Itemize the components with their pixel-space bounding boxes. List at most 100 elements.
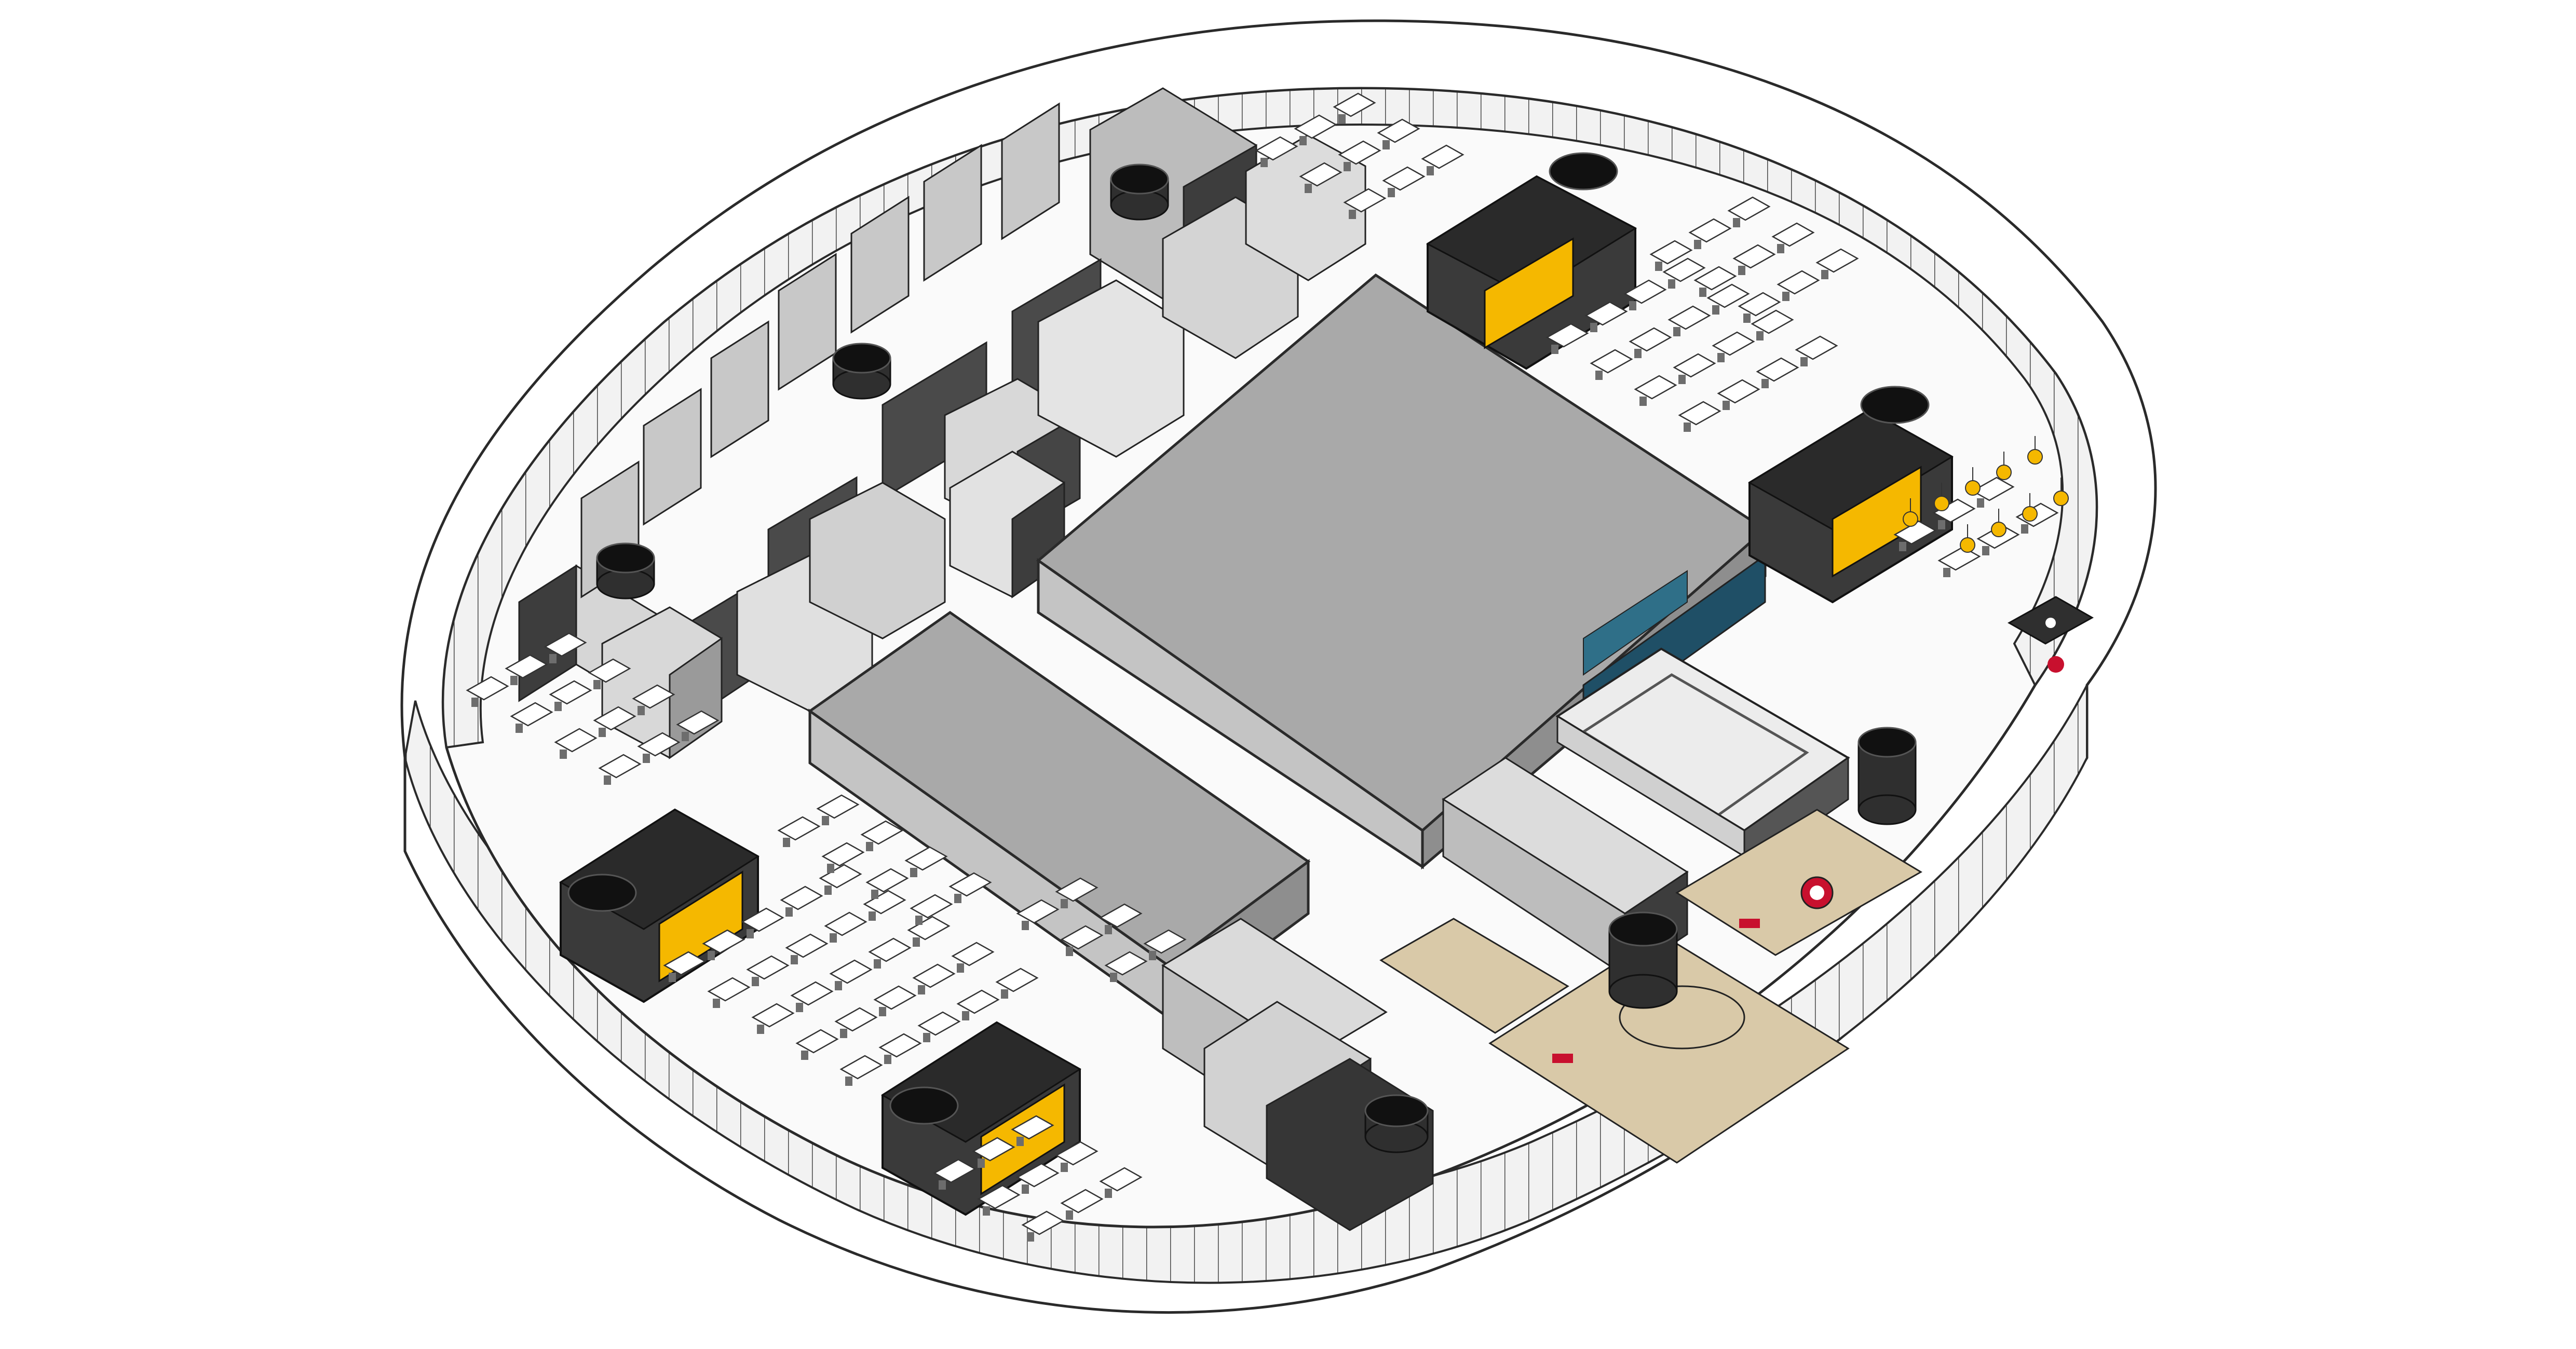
- desk-icon: [1021, 1210, 1065, 1242]
- cylinder-nw-2: [832, 343, 891, 400]
- chair-icon: [1668, 279, 1675, 289]
- desk-icon: [1693, 266, 1737, 297]
- desk-icon: [1777, 270, 1820, 301]
- desk-icon: [907, 916, 951, 947]
- chair-icon: [1061, 899, 1068, 908]
- desk-icon: [746, 955, 790, 986]
- cylinder-west: [596, 542, 655, 599]
- open-workstations: [466, 92, 2059, 1242]
- chair-icon: [1821, 270, 1828, 279]
- desk-icon: [1712, 331, 1755, 362]
- desk-icon: [839, 1055, 883, 1086]
- desk-icon: [951, 942, 995, 973]
- desk-icon: [1590, 349, 1633, 380]
- chair-icon: [954, 894, 961, 903]
- chair-icon: [835, 981, 842, 990]
- chair-icon: [915, 916, 923, 925]
- cylinder-east: [1858, 727, 1917, 825]
- pendant-lamp-icon: [1934, 483, 1949, 511]
- desk-icon: [1673, 353, 1716, 384]
- cylinder-southeast: [1608, 911, 1678, 1009]
- desk-icon: [1377, 118, 1420, 149]
- desk-icon: [1623, 279, 1667, 310]
- desk-icon: [933, 1159, 977, 1190]
- pendant-lamps: [1903, 436, 2069, 553]
- chair-icon: [1105, 1189, 1112, 1198]
- desk-icon: [1584, 301, 1628, 332]
- chair-icon: [510, 676, 518, 685]
- chair-icon: [939, 1180, 946, 1190]
- desk-icon: [1338, 140, 1381, 171]
- chair-icon: [1743, 314, 1751, 323]
- pendant-lamp-icon: [1965, 467, 1981, 496]
- desk-icon: [1099, 1167, 1143, 1198]
- chair-icon: [801, 1051, 808, 1060]
- chair-icon: [1639, 397, 1647, 406]
- chair-icon: [1782, 292, 1789, 301]
- cylinder-north: [1110, 163, 1169, 221]
- chair-icon: [1016, 1137, 1024, 1146]
- desk-icon: [751, 1003, 795, 1034]
- chair-icon: [866, 842, 873, 851]
- chair-icon: [791, 955, 798, 964]
- desk-icon: [819, 864, 862, 895]
- desk-icon: [632, 684, 675, 715]
- desk-icon: [1099, 903, 1143, 934]
- chair-icon: [1800, 357, 1808, 366]
- desk-icon: [790, 981, 834, 1012]
- desk-icon: [1795, 335, 1838, 366]
- dark-bar-counter: [2007, 596, 2094, 645]
- desk-icon: [1011, 1115, 1054, 1146]
- desk-icon: [702, 929, 745, 960]
- chair-icon: [599, 728, 606, 737]
- desk-icon: [1299, 162, 1343, 193]
- desk-icon: [1738, 292, 1781, 323]
- chair-icon: [757, 1025, 764, 1034]
- desk-icon: [1060, 925, 1104, 956]
- desk-icon: [1055, 1141, 1099, 1172]
- chair-icon: [1110, 973, 1117, 982]
- pendant-lamp-icon: [2053, 478, 2069, 506]
- desk-icon: [904, 846, 948, 877]
- chair-icon: [1629, 301, 1636, 310]
- chair-icon: [549, 654, 557, 663]
- desk-icon: [1629, 327, 1672, 358]
- desk-icon: [544, 632, 587, 663]
- desk-icon: [868, 937, 912, 969]
- chair-icon: [1299, 136, 1307, 145]
- chair-icon: [1899, 542, 1906, 551]
- red-accents: [1552, 656, 2064, 1063]
- chair-icon: [752, 977, 759, 986]
- desk-icon: [777, 816, 821, 847]
- chair-icon: [1027, 1232, 1034, 1242]
- chair-icon: [1756, 331, 1764, 340]
- chair-icon: [884, 1055, 891, 1064]
- chair-icon: [1723, 401, 1730, 410]
- desk-icon: [1662, 257, 1706, 289]
- desk-icon: [549, 680, 592, 711]
- desk-icon: [1343, 188, 1387, 219]
- desk-icon: [1255, 136, 1298, 167]
- pendant-lamp-icon: [2027, 436, 2043, 465]
- desk-icon: [1727, 196, 1771, 227]
- desk-icon: [1143, 929, 1187, 960]
- chair-icon: [1761, 379, 1769, 388]
- desk-icon: [741, 907, 784, 938]
- chair-icon: [1066, 1210, 1073, 1220]
- chair-icon: [1105, 925, 1112, 934]
- chair-icon: [516, 724, 523, 733]
- desk-icon: [637, 732, 681, 763]
- chair-icon: [1678, 375, 1686, 384]
- pendant-lamp-icon: [1960, 524, 1975, 553]
- desk-icon: [917, 1011, 961, 1042]
- chair-icon: [1022, 921, 1029, 930]
- chair-icon: [643, 754, 650, 763]
- chair-icon: [1338, 114, 1346, 124]
- chair-icon: [1388, 188, 1395, 197]
- chair-icon: [1634, 349, 1642, 358]
- desk-icon: [1294, 114, 1337, 145]
- chair-icon: [554, 702, 562, 711]
- pendant-lamp-icon: [2022, 493, 2038, 522]
- chair-icon: [1382, 140, 1390, 149]
